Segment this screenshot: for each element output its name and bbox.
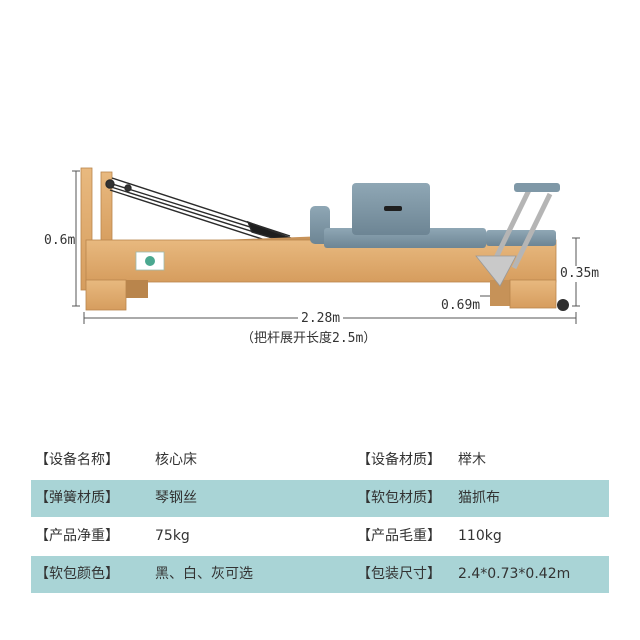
foot-bar	[475, 183, 560, 287]
spec-row: 【软包颜色】 黑、白、灰可选 【包装尺寸】 2.4*0.73*0.42m	[31, 556, 609, 593]
clearance-dimension-label: 0.69m	[441, 298, 481, 314]
carriage-height-dimension-label: 0.35m	[560, 266, 600, 282]
ropes	[105, 177, 302, 249]
height-dimension-label: 0.6m	[44, 233, 76, 249]
spec-value: 黑、白、灰可选	[155, 566, 253, 582]
spec-label: 【设备材质】	[357, 452, 441, 468]
spec-label: 【设备名称】	[35, 452, 119, 468]
spec-label: 【产品净重】	[35, 528, 119, 544]
spec-row: 【设备名称】 核心床 【设备材质】 榉木	[31, 442, 609, 479]
spec-value: 琴钢丝	[155, 490, 197, 506]
spec-row: 【弹簧材质】 琴钢丝 【软包材质】 猫抓布	[31, 480, 609, 517]
spec-label: 【软包材质】	[357, 490, 441, 506]
spec-value: 猫抓布	[458, 490, 500, 506]
pilates-reformer-image	[72, 167, 580, 324]
spec-value: 核心床	[155, 452, 197, 468]
spec-row: 【产品净重】 75kg 【产品毛重】 110kg	[31, 518, 609, 555]
spec-value: 75kg	[155, 528, 190, 544]
spec-label: 【弹簧材质】	[35, 490, 119, 506]
spec-table: 【设备名称】 核心床 【设备材质】 榉木 【弹簧材质】 琴钢丝 【软包材质】 猫…	[31, 442, 609, 594]
upholstery	[310, 183, 556, 248]
spec-label: 【产品毛重】	[357, 528, 441, 544]
spec-label: 【包装尺寸】	[357, 566, 441, 582]
spec-label: 【软包颜色】	[35, 566, 119, 582]
spec-value: 2.4*0.73*0.42m	[458, 566, 571, 582]
spec-value: 110kg	[458, 528, 502, 544]
length-dimension-label: 2.28m	[298, 311, 344, 327]
unfolded-length-note: （把杆展开长度2.5m）	[241, 331, 377, 347]
spec-value: 榉木	[458, 452, 486, 468]
